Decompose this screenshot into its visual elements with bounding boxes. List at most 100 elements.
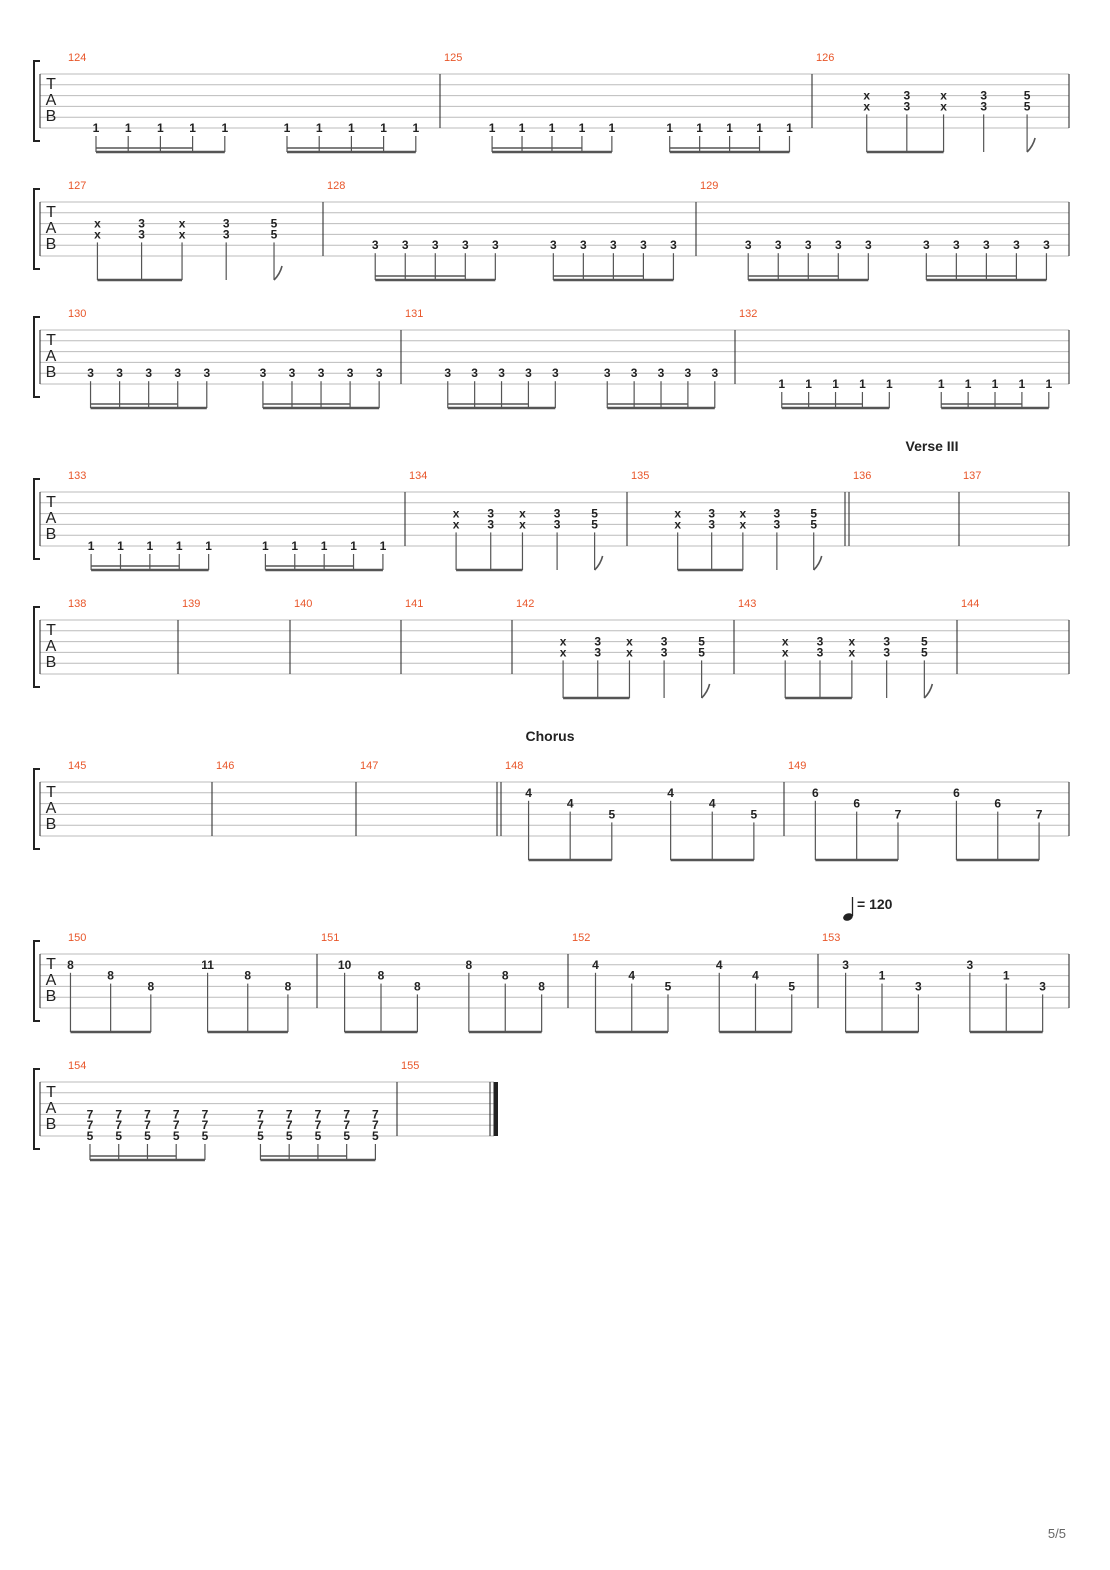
measure-number: 144 — [961, 598, 979, 610]
fret-number: 6 — [994, 797, 1001, 811]
tab-clef-letter: A — [46, 1100, 57, 1117]
tab-clef-letter: B — [46, 236, 57, 253]
fret-number: 3 — [610, 238, 617, 252]
fret-number: 1 — [832, 377, 839, 391]
system-bracket — [33, 188, 40, 270]
tab-clef-letter: T — [46, 622, 56, 639]
fret-number: 7 — [372, 1107, 379, 1121]
fret-number: 6 — [812, 786, 819, 800]
fret-number: 7 — [87, 1107, 94, 1121]
measure-number: 140 — [294, 598, 312, 610]
fret-number: 3 — [661, 635, 668, 649]
measure-number: 130 — [68, 308, 86, 320]
fret-number: 5 — [144, 1129, 151, 1143]
fret-number: 3 — [223, 217, 230, 231]
fret-number: x — [674, 517, 681, 531]
fret-number: x — [940, 99, 947, 113]
system-bracket — [33, 1068, 40, 1150]
fret-number: 1 — [489, 121, 496, 135]
fret-number: 8 — [107, 969, 114, 983]
fret-number: x — [940, 89, 947, 103]
fret-number: 3 — [138, 217, 145, 231]
fret-number: 8 — [466, 958, 473, 972]
fret-number: 1 — [886, 377, 893, 391]
measure-number: 131 — [405, 308, 423, 320]
system-bracket — [33, 60, 40, 142]
fret-number: 3 — [865, 238, 872, 252]
note-flag — [923, 683, 934, 699]
fret-number: 1 — [262, 539, 269, 553]
fret-number: 3 — [174, 366, 181, 380]
tab-clef-letter: A — [46, 638, 57, 655]
fret-number: 3 — [1013, 238, 1020, 252]
fret-number: 1 — [321, 539, 328, 553]
fret-number: 3 — [835, 238, 842, 252]
measure-number: 149 — [788, 760, 806, 772]
fret-number: x — [740, 517, 747, 531]
tab-clef-letter: A — [46, 510, 57, 527]
fret-number: 3 — [640, 238, 647, 252]
fret-number: 5 — [810, 507, 817, 521]
fret-number: 1 — [380, 121, 387, 135]
fret-number: 5 — [810, 517, 817, 531]
fret-number: 1 — [1003, 969, 1010, 983]
tab-clef-letter: T — [46, 784, 56, 801]
fret-number: 1 — [88, 539, 95, 553]
fret-number: 4 — [592, 958, 599, 972]
tab-clef-letter: A — [46, 972, 57, 989]
tab-clef-letter: A — [46, 800, 57, 817]
fret-number: 7 — [343, 1118, 350, 1132]
tab-clef-letter: A — [46, 348, 57, 365]
fret-number: 10 — [338, 958, 352, 972]
fret-number: x — [560, 645, 567, 659]
fret-number: 5 — [271, 227, 278, 241]
fret-number: 3 — [903, 89, 910, 103]
fret-number: 7 — [87, 1118, 94, 1132]
fret-number: 5 — [115, 1129, 122, 1143]
fret-number: 1 — [786, 121, 793, 135]
fret-number: 3 — [318, 366, 325, 380]
fret-number: x — [849, 635, 856, 649]
tab-clef-letter: T — [46, 494, 56, 511]
measure-number: 133 — [68, 470, 86, 482]
fret-number: 3 — [817, 635, 824, 649]
fret-number: 3 — [980, 99, 987, 113]
tab-clef-letter: B — [46, 526, 57, 543]
fret-number: 1 — [93, 121, 100, 135]
fret-number: x — [179, 227, 186, 241]
system-bracket — [33, 478, 40, 560]
fret-number: 3 — [550, 238, 557, 252]
fret-number: 7 — [202, 1107, 209, 1121]
fret-number: 1 — [291, 539, 298, 553]
fret-number: 1 — [696, 121, 703, 135]
note-flag — [813, 555, 823, 571]
fret-number: 3 — [525, 366, 532, 380]
fret-number: 7 — [257, 1118, 264, 1132]
fret-number: 3 — [260, 366, 267, 380]
measure-number: 155 — [401, 1060, 419, 1072]
fret-number: 3 — [487, 507, 494, 521]
fret-number: x — [179, 217, 186, 231]
fret-number: 3 — [842, 958, 849, 972]
tab-clef-letter: B — [46, 654, 57, 671]
fret-number: x — [782, 645, 789, 659]
quarter-note-icon — [843, 913, 853, 921]
fret-number: 3 — [498, 366, 505, 380]
fret-number: 3 — [661, 645, 668, 659]
system-bracket — [33, 606, 40, 688]
tab-clef-letter: T — [46, 76, 56, 93]
note-flag — [594, 555, 604, 571]
tab-clef-letter: B — [46, 364, 57, 381]
fret-number: 3 — [708, 517, 715, 531]
tab-clef-letter: A — [46, 220, 57, 237]
fret-number: 4 — [752, 969, 759, 983]
fret-number: 3 — [487, 517, 494, 531]
fret-number: 3 — [402, 238, 409, 252]
fret-number: 5 — [751, 807, 758, 821]
fret-number: 4 — [628, 969, 635, 983]
tab-clef-letter: T — [46, 332, 56, 349]
fret-number: x — [519, 517, 526, 531]
fret-number: 5 — [257, 1129, 264, 1143]
fret-number: 1 — [221, 121, 228, 135]
